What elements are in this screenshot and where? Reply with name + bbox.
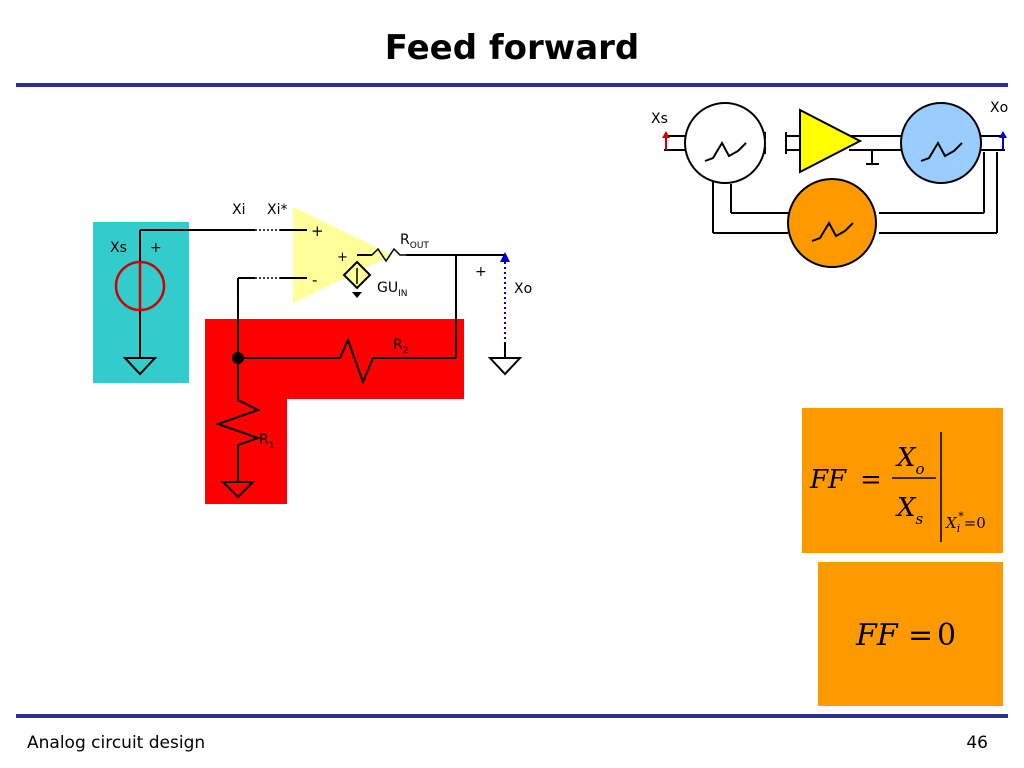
formula-box-1-background — [802, 408, 1003, 553]
output-block-resistor-icon — [920, 140, 963, 162]
xi-label: Xi — [232, 202, 245, 218]
amplifier-block — [799, 108, 863, 174]
input-arrow — [662, 131, 670, 138]
block-xo-label: Xo — [990, 100, 1008, 116]
xs-plus-label: + — [150, 240, 162, 256]
source-plus-label: + — [337, 250, 348, 265]
xi-star-label: Xi* — [267, 202, 287, 218]
input-block-resistor-icon — [704, 140, 747, 162]
input-block — [684, 102, 766, 184]
block-diagram: Xs Xo — [651, 100, 1008, 268]
r1-label: R1 — [259, 432, 274, 451]
slide-title: Feed forward — [384, 28, 640, 68]
open-loop-gaps — [255, 229, 280, 279]
feedforward-block-resistor-icon — [811, 220, 854, 242]
output-arrow — [999, 131, 1007, 138]
formula-box-2-background — [818, 562, 1003, 706]
title-rule — [16, 83, 1008, 87]
page-number: 46 — [966, 733, 988, 753]
footer-rule — [16, 714, 1008, 718]
opamp-triangle — [293, 207, 392, 303]
r2-label: R2 — [393, 337, 408, 356]
output-ground — [487, 357, 523, 376]
xo-label: Xo — [514, 281, 532, 297]
xs-label: Xs — [110, 240, 127, 256]
circuit-schematic: Xs + Xi Xi* + - + ROUT GUIN + Xo R2 R1 — [93, 202, 532, 504]
formula2-lhs: FF — [855, 618, 899, 653]
formula1-condition: Xi*=0 — [945, 510, 986, 535]
voltage-source — [114, 230, 166, 358]
footer-course-title: Analog circuit design — [27, 733, 206, 753]
formula1-denominator: Xs — [895, 493, 924, 528]
opamp-plus-label: + — [311, 222, 324, 240]
feedforward-block — [787, 178, 877, 268]
formula2-equals: = — [908, 618, 933, 653]
formula-box-1: FF = Xo Xs Xi*=0 — [802, 408, 1003, 553]
rout-label: ROUT — [400, 232, 429, 251]
formula2-rhs: 0 — [937, 618, 956, 653]
formula1-lhs: FF — [809, 465, 847, 495]
r1-resistor — [214, 399, 262, 446]
output-block — [900, 102, 982, 184]
feedback-network-box — [205, 319, 464, 504]
output-plus-label: + — [475, 264, 487, 280]
dependent-source-ground — [352, 292, 362, 298]
formula-box-2: FF = 0 — [818, 562, 1003, 706]
output-voltage-arrow — [500, 252, 510, 262]
ground-symbol — [122, 357, 158, 376]
r2-resistor — [339, 337, 374, 385]
rout-resistor — [371, 247, 406, 263]
block-xs-label: Xs — [651, 111, 668, 127]
block-wires — [664, 132, 1005, 234]
junction-node — [232, 352, 244, 364]
r1-ground — [220, 481, 256, 499]
formula1-equals: = — [860, 465, 882, 495]
gu-label: GUIN — [377, 280, 408, 299]
formula1-numerator: Xo — [895, 443, 925, 478]
opamp-minus-label: - — [312, 271, 317, 289]
